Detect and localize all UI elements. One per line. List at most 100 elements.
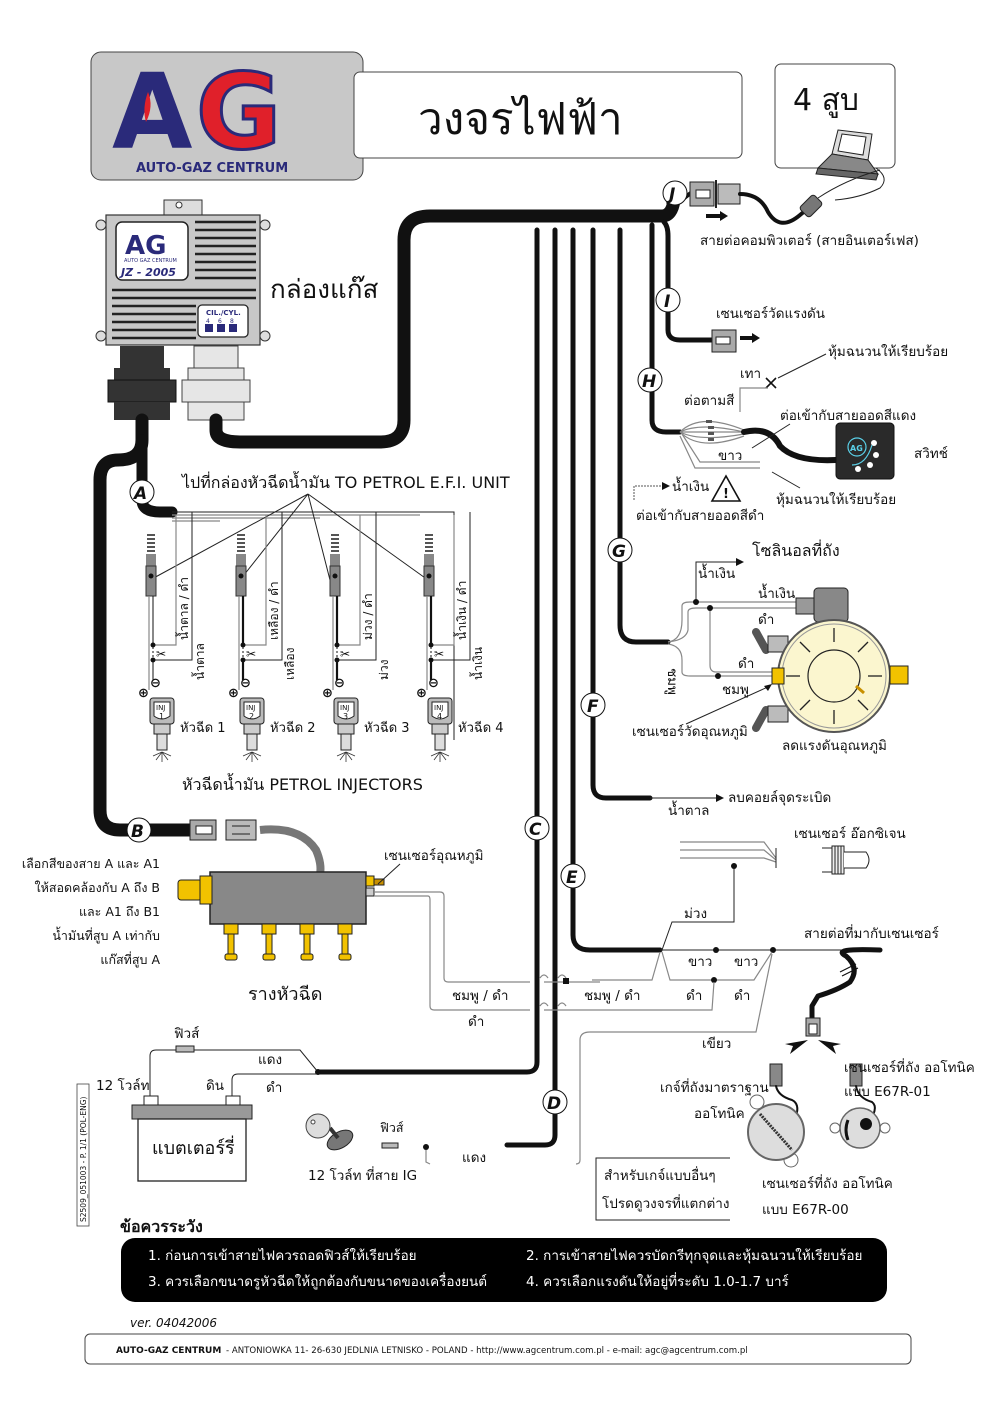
battery-section: ฟิวส์ แดง 12 โวล์ท ดิน ดำ แบตเตอร์รี่ [96, 1025, 321, 1182]
battery-icon [131, 1095, 253, 1182]
pink-wire-label: ชมพู [664, 668, 680, 695]
injector-wire-b-label: น้ำตาล [191, 643, 207, 680]
footer-address: - ANTONIOWKA 11- 26-630 JEDLNIA LETNISKO… [226, 1346, 748, 1356]
brown-wire-label: น้ำตาล [668, 800, 709, 819]
gauge-sensor-e67r01-icon [829, 1063, 891, 1149]
footer: AUTO-GAZ CENTRUM - ANTONIOWKA 11- 26-630… [84, 1333, 912, 1365]
rail-temp-sensor-label: เซนเซอร์อุณหภูมิ [384, 847, 483, 864]
connector-label-h: H [637, 367, 663, 393]
svg-text:A: A [132, 484, 147, 504]
scissors-icon: ✂ [434, 647, 444, 661]
svg-text:I: I [664, 292, 670, 312]
other-gauge-note-1: สำหรับเกจ์แบบอื่นๆ [604, 1166, 716, 1184]
minus-terminal-icon: ⊖ [150, 676, 161, 691]
injector-number: 1 [159, 712, 164, 721]
white-wire-label-2: ขาว [734, 954, 758, 970]
petrol-ecu-label: ไปที่กล่องหัวฉีดน้ำมัน TO PETROL E.F.I. … [180, 471, 510, 492]
svg-text:6: 6 [218, 318, 222, 325]
injector-name: หัวฉีด 4 [458, 720, 504, 736]
version-label: ver. 04042006 [130, 1316, 217, 1330]
solenoid-valve-icon [795, 587, 849, 629]
blue-wire-label-2: น้ำเงิน [758, 583, 795, 602]
ignition-coil-label: ลบคอยล์จุดระเบิด [728, 789, 831, 806]
rail-note-line: แก๊สที่สูบ A [100, 951, 160, 968]
svg-text:!: ! [723, 487, 729, 502]
pink-black-wire-label-2: ชมพู / ดำ [584, 988, 640, 1004]
rail-note-line: เลือกสีของสาย A และ A1 [22, 856, 160, 871]
switch-icon: AG [835, 422, 895, 480]
minus-terminal-icon: ⊖ [334, 676, 345, 691]
warning-item: 4. ควรเลือกแรงดันให้อยู่ที่ระดับ 1.0-1.7… [526, 1272, 789, 1290]
switch-wire-bundle [679, 420, 760, 469]
warnings-title: ข้อควรระวัง [120, 1217, 203, 1236]
logo-letter-a: A [112, 51, 193, 173]
gauge-sensor-e67r00-icon [747, 1063, 805, 1168]
ecu-plug-white [181, 345, 251, 421]
injector-inj-text: INJ [434, 704, 443, 712]
pressure-sensor-connector: เซนเซอร์วัดแรงดัน [711, 305, 825, 353]
rail-note-line: ให้สอดคล้องกับ A ถึง B [35, 880, 160, 895]
warnings-section: ข้อควรระวัง 1. ก่อนการเข้าสายไฟควรถอดฟิว… [120, 1217, 887, 1302]
arrow-icon [706, 211, 728, 221]
cyl-selector-label: CIL./CYL. [206, 309, 241, 317]
warning-item: 3. ควรเลือกขนาดรูหัวฉีดให้ถูกต้องกับขนาด… [148, 1272, 487, 1290]
oxygen-sensor-label: เซนเซอร์ อ๊อกซิเจน [794, 825, 906, 842]
ignition-section: ฟิวส์ แดง 12 โวล์ท ที่สาย IG [305, 1113, 486, 1184]
scissors-icon: ✂ [246, 647, 256, 661]
other-gauge-note: สำหรับเกจ์แบบอื่นๆ โปรดดูวงจรที่แตกต่าง [595, 1157, 730, 1221]
injector-plug-icon [145, 534, 157, 597]
injector-wire-a-label: ม่วง / ดำ [361, 593, 375, 640]
connector-label-i: I [655, 287, 681, 313]
fuse-icon [175, 1045, 195, 1053]
black-wire-label-1: ดำ [686, 988, 702, 1004]
injector-wire-a-label: น้ำตาล / ดำ [175, 577, 191, 640]
injector-wire-b-label: น้ำเงิน [469, 647, 485, 680]
injector-inj-text: INJ [340, 704, 349, 712]
black-wire-label: ดำ [758, 612, 774, 628]
connector-label-b: B [126, 817, 152, 843]
injector-plug-icon [423, 534, 435, 597]
pink-black-wire-label-1: ชมพู / ดำ [452, 988, 508, 1004]
fuse-icon [381, 1142, 399, 1149]
svg-text:8: 8 [230, 318, 234, 325]
rail-connector [189, 819, 257, 841]
injector-unit: ✂ ⊕ ⊖ INJ 4 หัวฉีด 4 น้ำเงิน / ดำ น้ำเงิ… [416, 512, 504, 762]
green-wire-label: เขียว [702, 1036, 731, 1052]
svg-text:J: J [666, 185, 675, 205]
ignition-12v-label: 12 โวล์ท ที่สาย IG [308, 1166, 417, 1184]
connector-label-g: G [607, 537, 633, 563]
rail-note-line: น้ำมันที่สูบ A เท่ากับ [52, 926, 160, 944]
tank-sensor-wiring: สายต่อที่มากับเซนเซอร์ ม่วง ขาว ขาว ดำ ด… [575, 863, 975, 1221]
tank-sensor-e67r00-model: แบบ E67R-00 [762, 1202, 849, 1218]
connect-black-label: ต่อเข้ากับสายออดสีดำ [636, 508, 764, 524]
connector-label-f: F [580, 692, 606, 718]
injector-harness [149, 493, 455, 740]
svg-text:AG: AG [850, 444, 863, 453]
black-wire-label-3: ดำ [468, 1014, 484, 1030]
warning-item: 1. ก่อนการเข้าสายไฟควรถอดฟิวส์ให้เรียบร้… [148, 1247, 417, 1264]
fuel-rail-section: เซนเซอร์อุณหภูมิ รางหัวฉีด ชมพู / ดำ ชมพ… [177, 819, 715, 1030]
svg-text:B: B [131, 822, 144, 842]
computer-cable-label: สายต่อคอมพิวเตอร์ (สายอินเตอร์เฟส) [700, 232, 919, 249]
arrow-icon [740, 333, 760, 343]
ecu-badge-sub: AUTO GAZ CENTRUM [124, 258, 177, 264]
fuel-rail-label: รางหัวฉีด [248, 984, 323, 1005]
white-wire-label-1: ขาว [688, 954, 712, 970]
logo-panel: A G AUTO-GAZ CENTRUM [90, 50, 364, 181]
grey-wire-label: เทา [740, 366, 761, 382]
laptop-icon [815, 129, 880, 181]
standard-gauge-brand: ออโทนิค [694, 1105, 745, 1122]
computer-connector: สายต่อคอมพิวเตอร์ (สายอินเตอร์เฟส) [689, 169, 919, 249]
logo-flame-icon [144, 92, 151, 122]
rail-notes: เลือกสีของสาย A และ A1 ให้สอดคล้องกับ A … [22, 856, 161, 968]
purple-wire-label: ม่วง [684, 906, 707, 922]
switch-label: สวิทช์ [914, 445, 948, 462]
warning-item: 2. การเข้าสายไฟควรบัดกรีทุกจุดและหุ้มฉนว… [526, 1247, 862, 1264]
ignition-fuse-label: ฟิวส์ [380, 1120, 404, 1135]
injector-name: หัวฉีด 2 [270, 720, 316, 736]
standard-gauge-label: เกจ์ที่ถังมาตราฐาน [660, 1078, 769, 1096]
temp-sensor-label: เซนเซอร์วัดอุณหภูมิ [632, 723, 748, 740]
injector-unit: ✂ ⊕ ⊖ INJ 2 หัวฉีด 2 เหลือง / ดำ เหลือง [228, 512, 316, 762]
tank-sensor-e67r00-label: เซนเซอร์ที่ถัง ออโทนิค [762, 1174, 893, 1192]
